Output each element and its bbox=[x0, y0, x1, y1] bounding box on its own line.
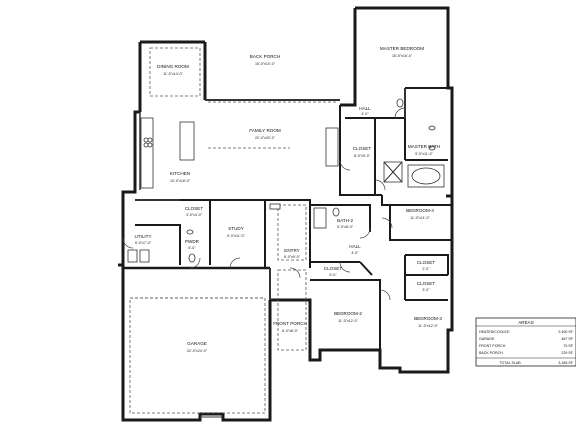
fireplace bbox=[325, 127, 339, 167]
room-pwdr-dim: 5'-0" bbox=[188, 246, 196, 250]
room-closet-b2-dim: 5'-0" bbox=[329, 273, 337, 277]
room-front-porch: FRONT PORCH bbox=[273, 321, 307, 326]
room-entry-dim: 6'-0"x9'-0" bbox=[284, 255, 301, 259]
areas-total-label: TOTAL SLAB bbox=[499, 361, 521, 365]
room-bedroom-3-dim: 11'-0"x12'-0" bbox=[418, 324, 439, 328]
room-closet-b3-dim: 3'-0" bbox=[422, 288, 430, 292]
areas-title: AREAS bbox=[518, 320, 534, 325]
room-utility: UTILITY bbox=[134, 234, 151, 239]
toilet-master bbox=[396, 98, 404, 108]
room-pwdr: PWDR bbox=[185, 239, 200, 244]
toilet-pwdr bbox=[188, 253, 196, 263]
toilet-bath2 bbox=[332, 207, 340, 217]
room-back-porch-dim: 15'-0"x10'-0" bbox=[255, 62, 276, 66]
room-bedroom-2: BEDROOM-2 bbox=[334, 311, 362, 316]
room-family: FAMILY ROOM bbox=[249, 128, 281, 133]
room-closet-master-dim: 8'-0"x9'-0" bbox=[354, 154, 371, 158]
areas-total-value: 3,165 SF bbox=[558, 361, 573, 365]
interior-walls bbox=[123, 87, 452, 350]
exterior-walls bbox=[118, 6, 454, 422]
room-garage: GARAGE bbox=[187, 341, 207, 346]
kitchen-counter bbox=[140, 117, 154, 189]
room-study: STUDY bbox=[228, 226, 244, 231]
room-closet-master: CLOSET bbox=[353, 146, 372, 151]
room-bedroom-3: BEDROOM-3 bbox=[414, 316, 442, 321]
room-bedroom-2-dim: 11'-0"x12'-0" bbox=[338, 319, 359, 323]
doors bbox=[122, 107, 406, 301]
dashed-lines bbox=[129, 47, 338, 414]
areas-row-label: FRONT PORCH bbox=[479, 344, 506, 348]
room-master-bath: MASTER BATH bbox=[408, 144, 440, 149]
room-closet-b2: CLOSET bbox=[324, 266, 343, 271]
areas-row-label: HEATED/COOLED bbox=[479, 330, 510, 334]
room-utility-dim: 6'-0"x7'-0" bbox=[135, 241, 152, 245]
room-hall-master: HALL bbox=[359, 106, 371, 111]
room-dining-dim: 11'-0"x14'-0" bbox=[163, 72, 184, 76]
room-family-dim: 22'-0"x20'-0" bbox=[255, 136, 276, 140]
room-study-dim: 9'-0"x11'-0" bbox=[227, 234, 246, 238]
room-labels: MASTER BEDROOM 15'-0"x16'-0" BACK PORCH … bbox=[134, 46, 442, 353]
room-kitchen: KITCHEN bbox=[170, 171, 190, 176]
room-bedroom-4: BEDROOM-4 bbox=[406, 208, 434, 213]
room-closet-pantry-dim: 3'-0"x4'-0" bbox=[186, 213, 203, 217]
room-bath-2: BATH-2 bbox=[337, 218, 353, 223]
fixtures bbox=[127, 98, 445, 418]
room-front-porch-dim: 6'-0"x8'-0" bbox=[282, 329, 299, 333]
areas-row-value: 467 SF bbox=[561, 337, 573, 341]
room-hall-dim: 4'-0" bbox=[351, 251, 359, 255]
room-master-bath-dim: 9'-0"x11'-0" bbox=[415, 152, 434, 156]
room-closet-b4-dim: 2'-0" bbox=[422, 267, 430, 271]
room-closet-b3: CLOSET bbox=[417, 281, 436, 286]
room-dining: DINING ROOM bbox=[157, 64, 189, 69]
room-bedroom-4-dim: 11'-0"x11'-0" bbox=[410, 216, 430, 220]
areas-row-label: BACK PORCH bbox=[479, 351, 503, 355]
room-hall-master-dim: 4'-0" bbox=[361, 112, 369, 116]
room-bath-2-dim: 5'-0"x8'-0" bbox=[337, 225, 354, 229]
areas-row-value: 70 SF bbox=[563, 344, 573, 348]
areas-row-value: 229 SF bbox=[561, 351, 573, 355]
room-master-bedroom-dim: 15'-0"x16'-0" bbox=[392, 54, 413, 58]
kitchen-island bbox=[179, 121, 195, 161]
areas-row-value: 2,400 SF bbox=[558, 330, 573, 334]
room-closet-b4: CLOSET bbox=[417, 260, 436, 265]
areas-row-label: GARAGE bbox=[479, 337, 495, 341]
room-hall: HALL bbox=[349, 244, 361, 249]
room-master-bedroom: MASTER BEDROOM bbox=[380, 46, 424, 51]
room-back-porch: BACK PORCH bbox=[250, 54, 280, 59]
areas-table: AREAS HEATED/COOLED 2,400 SF GARAGE 467 … bbox=[475, 317, 576, 367]
room-kitchen-dim: 10'-0"x18'-0" bbox=[170, 179, 191, 183]
room-entry: ENTRY bbox=[284, 248, 300, 253]
room-garage-dim: 22'-0"x24'-0" bbox=[187, 349, 208, 353]
room-closet-pantry: CLOSET bbox=[185, 206, 204, 211]
